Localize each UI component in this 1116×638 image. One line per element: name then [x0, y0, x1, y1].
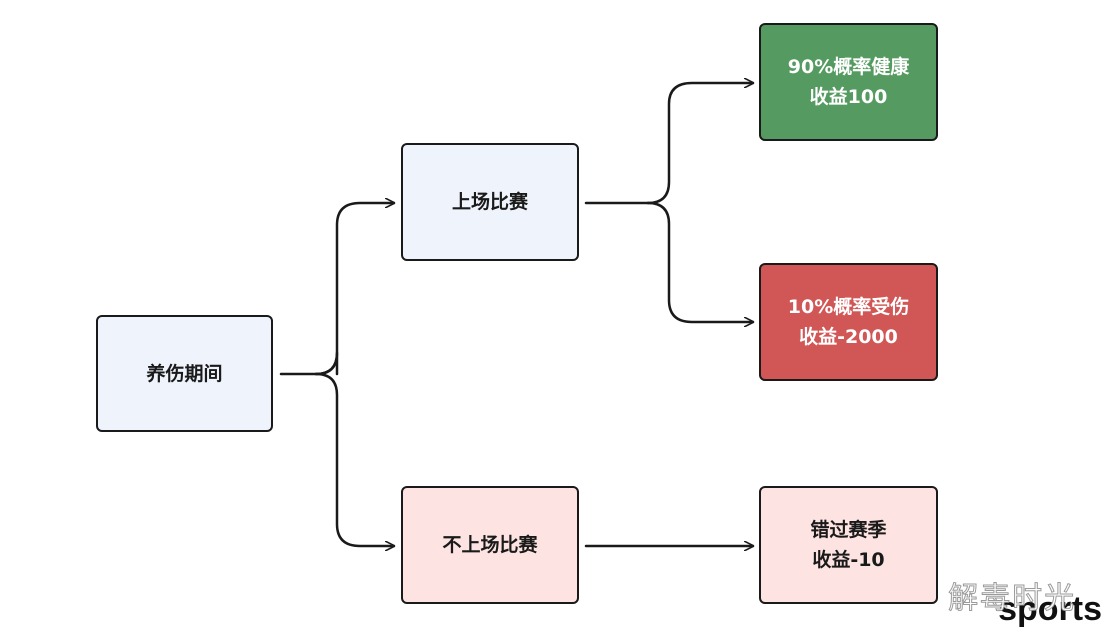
node-label-outcome: 错过赛季 — [810, 519, 887, 541]
edge-root-to-noplay — [314, 372, 396, 546]
watermark-cn: 解毒时光 — [948, 581, 1077, 616]
edge-root-to-play — [314, 203, 396, 376]
node-play-match: 上场比赛 — [401, 143, 579, 261]
node-injured-outcome: 10%概率受伤 收益-2000 — [759, 263, 938, 381]
node-label: 养伤期间 — [146, 362, 223, 385]
node-label-payoff: 收益-10 — [812, 549, 885, 571]
node-injury-period: 养伤期间 — [96, 315, 273, 432]
edge-play-to-injured — [646, 201, 755, 322]
watermark-en: sports — [998, 590, 1102, 628]
edge-play-to-healthy — [646, 83, 755, 205]
node-miss-season-outcome: 错过赛季 收益-10 — [759, 486, 938, 604]
node-label-payoff: 收益100 — [809, 86, 888, 108]
node-healthy-outcome: 90%概率健康 收益100 — [759, 23, 938, 141]
node-label: 不上场比赛 — [442, 534, 538, 556]
node-not-play-match: 不上场比赛 — [401, 486, 579, 604]
node-label-probability: 90%概率健康 — [787, 56, 910, 78]
node-label-payoff: 收益-2000 — [799, 326, 898, 348]
watermark: 解毒时光 sports — [948, 583, 1102, 628]
node-label: 上场比赛 — [451, 191, 528, 213]
node-label-probability: 10%概率受伤 — [787, 296, 910, 318]
